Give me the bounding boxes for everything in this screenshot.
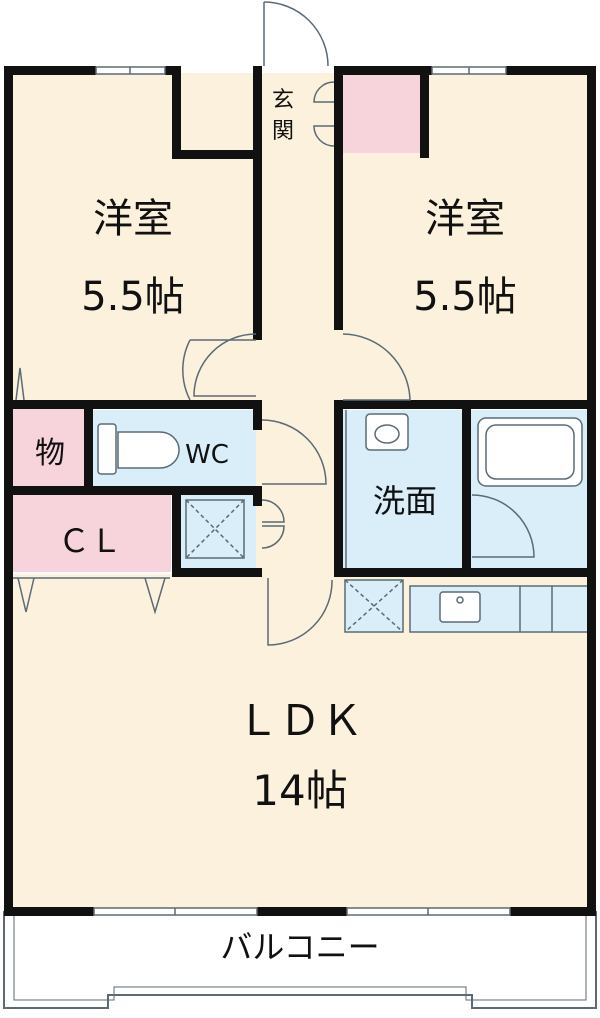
ldk-door-arc — [267, 578, 333, 646]
wall-bottom-c — [510, 907, 596, 916]
wall-service-east — [334, 400, 343, 577]
wall-entrance-right — [334, 66, 343, 158]
walls — [4, 66, 596, 916]
wall-notch-left — [172, 66, 181, 158]
hallway-floor — [256, 150, 340, 580]
east-bedroom-name: 洋室 — [425, 196, 505, 242]
west-bedroom-size: 5.5帖 — [81, 274, 185, 320]
wall-toilet-bottom — [4, 486, 262, 495]
pipe-space-floor — [176, 494, 256, 572]
balcony-outline — [3, 911, 597, 1009]
wall-shoebox-right — [420, 66, 429, 158]
closet-label: ＣＬ — [58, 522, 122, 560]
entrance-closet-door-b — [313, 125, 335, 147]
wall-right — [587, 66, 596, 916]
bathtub-inner — [485, 424, 575, 480]
storage-fold-door — [15, 367, 25, 401]
washroom-label: 洗面 — [373, 482, 437, 520]
west-bedroom-door-swing — [182, 339, 191, 401]
storage-floor — [11, 406, 89, 488]
bath-door-arc — [471, 494, 535, 558]
wall-top-west-a — [4, 66, 96, 75]
toilet-label: WC — [185, 440, 229, 470]
floor-fills — [11, 73, 590, 911]
wall-bath-left — [462, 400, 471, 577]
entrance-closet-door-a — [313, 81, 335, 103]
washbasin-bowl — [374, 424, 400, 444]
closet-fold-door-b — [144, 577, 166, 615]
wall-entrance-left — [253, 66, 262, 158]
closet-floor — [11, 494, 171, 572]
shoe-box — [340, 73, 420, 153]
east-bedroom-size: 5.5帖 — [413, 274, 517, 320]
wall-bottom-b — [257, 907, 347, 916]
kitchen-counter — [409, 585, 589, 633]
closet-fold-door-a — [17, 577, 35, 613]
wall-hall-west — [253, 150, 262, 340]
balcony — [3, 911, 597, 1009]
balcony-outline-inner — [13, 915, 587, 1001]
bathtub — [477, 417, 583, 487]
wall-top-east-b — [506, 66, 596, 75]
fixtures — [97, 410, 583, 633]
wall-storage-right — [84, 400, 93, 495]
west-bedroom-floor — [11, 73, 256, 406]
washbasin — [365, 413, 409, 451]
toilet-bowl — [117, 431, 180, 469]
west-bedroom-door-arc — [193, 333, 257, 397]
wall-mid-west — [4, 400, 94, 409]
east-bedroom-door-arc — [342, 333, 411, 401]
wall-notch-bottom — [172, 150, 262, 159]
wall-bottom-a — [4, 907, 94, 916]
storage-label: 物 — [35, 436, 65, 471]
wall-service-west-b — [253, 486, 262, 506]
wall-closet-bottom — [172, 568, 262, 577]
labels: 洋室 5.5帖 洋室 5.5帖 玄 関 物 WC ＣＬ 洗面 ＬＤＫ 14帖 バ… — [35, 88, 517, 966]
wall-mid-west-b — [89, 400, 262, 409]
wall-top-east-a — [340, 66, 432, 75]
balcony-label: バルコニー — [220, 928, 379, 966]
wall-hall-east — [334, 150, 343, 330]
wall-pipe-left — [172, 486, 181, 576]
west-bedroom-name: 洋室 — [93, 196, 173, 242]
ldk-name: ＬＤＫ — [237, 696, 363, 745]
hall-door-small-b — [261, 525, 285, 549]
entrance-label-top: 玄 — [272, 88, 294, 113]
kitchen-sink — [439, 591, 481, 623]
toilet-door-arc — [261, 419, 327, 485]
ldk-size: 14帖 — [252, 766, 347, 815]
wall-service-west — [253, 400, 262, 430]
windows — [93, 66, 511, 916]
kitchen-drain — [456, 596, 464, 604]
hall-door-small-a — [261, 499, 285, 523]
entrance-label-bottom: 関 — [272, 119, 294, 144]
doors — [13, 1, 535, 646]
kitchen-cross-b — [344, 579, 404, 633]
entrance-door-swing — [263, 1, 329, 67]
entrance-floor — [262, 73, 340, 153]
pipe-space — [185, 499, 245, 559]
toilet-tank — [97, 423, 117, 475]
